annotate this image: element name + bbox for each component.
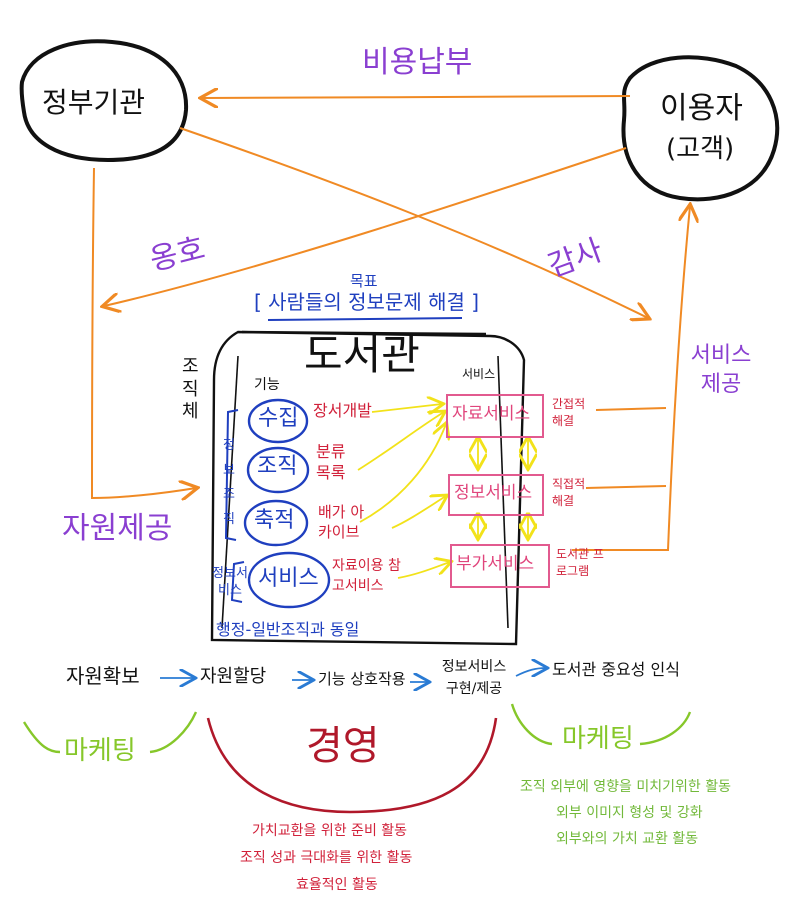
library-box-inner-left xyxy=(221,355,239,629)
service-circle xyxy=(247,551,331,609)
marketing-left-curve xyxy=(22,711,198,754)
flow-arrow-4 xyxy=(515,668,546,676)
library-title: 도서관 xyxy=(304,330,420,379)
user-node-circle xyxy=(621,55,780,202)
goal-text: [ 사람들의 정보문제 해결 ] xyxy=(254,290,480,314)
function-store-desc: 배가 아카이브 xyxy=(318,503,365,542)
flow-step-allocation: 자원할당 xyxy=(200,666,267,687)
management-note-1: 가치교환을 위한 준비 활동 xyxy=(252,823,408,839)
yellow-arrow-5 xyxy=(397,562,450,579)
services-header: 서비스 xyxy=(462,367,496,381)
yellow-arrow-3 xyxy=(359,424,446,523)
library-box-inner-right xyxy=(497,355,509,629)
function-header: 기능 xyxy=(254,377,280,393)
management-note-3: 효율적인 활동 xyxy=(296,877,378,893)
function-organize: 조직 xyxy=(257,454,298,479)
organize-circle xyxy=(246,446,310,494)
service-link-1 xyxy=(595,407,667,411)
service-box-info xyxy=(448,474,544,516)
library-box xyxy=(210,330,526,646)
yellow-arrow-2 xyxy=(357,412,444,471)
flow-step-implement: 정보서비스 구현/제공 xyxy=(441,659,507,698)
marketing-note-1: 조직 외부에 영향을 미치기위한 활동 xyxy=(520,779,731,795)
marketing-right-curve xyxy=(510,703,692,746)
service-extra-note: 도서관 프로그램 xyxy=(556,547,604,578)
yellow-arrow-4 xyxy=(391,496,446,529)
service-extra-name: 부가서비스 xyxy=(456,554,535,574)
user-node-title: 이용자 xyxy=(660,91,743,126)
government-node-circle xyxy=(19,39,189,163)
service-box-extra xyxy=(450,544,550,588)
admin-note: 행정-일반조직과 동일 xyxy=(216,620,360,639)
marketing-left-label: 마케팅 xyxy=(64,736,136,766)
fee-payment-label: 비용납부 xyxy=(362,45,473,80)
function-collect-desc: 장서개발 xyxy=(313,401,372,420)
info-org-label: 정보조직 xyxy=(223,438,235,528)
management-curve xyxy=(206,717,498,814)
function-store: 축적 xyxy=(254,508,295,533)
info-service-label: 정보서비스 xyxy=(212,566,248,598)
service-info-note: 직접적 해결 xyxy=(552,477,586,508)
marketing-note-3: 외부와의 가치 교환 활동 xyxy=(556,831,699,847)
flow-step-interaction: 기능 상호작용 xyxy=(318,670,406,688)
function-service: 서비스 xyxy=(258,566,319,591)
government-node: 정부기관 xyxy=(42,86,146,119)
management-label: 경영 xyxy=(306,723,380,769)
store-circle xyxy=(243,499,309,547)
organization-label: 조직체 xyxy=(182,356,199,422)
service-info-name: 정보서비스 xyxy=(454,483,533,503)
service-provision-label: 서비스 제공 xyxy=(690,343,752,397)
info-org-bracket xyxy=(224,409,239,541)
thanks-arrow xyxy=(179,127,648,318)
library-box-top xyxy=(241,330,487,336)
marketing-right-label: 마케팅 xyxy=(562,724,634,754)
service-material-note: 간접적 해결 xyxy=(552,397,586,428)
flow-step-recognition: 도서관 중요성 인식 xyxy=(552,660,680,679)
resource-provision-label: 자원제공 xyxy=(62,511,173,546)
function-service-desc: 자료이용 참고서비스 xyxy=(332,558,401,595)
user-node-subtitle: (고객) xyxy=(666,134,735,164)
service-material-name: 자료서비스 xyxy=(452,404,531,424)
function-organize-desc: 분류 목록 xyxy=(316,442,346,482)
yellow-arrow-1 xyxy=(371,404,442,412)
collect-circle xyxy=(247,398,309,444)
goal-underline xyxy=(267,317,463,321)
management-note-2: 조직 성과 극대화를 위한 활동 xyxy=(240,850,413,866)
resource-arrow xyxy=(90,167,196,498)
flow-step-resource: 자원확보 xyxy=(66,664,140,688)
marketing-note-2: 외부 이미지 형성 및 강화 xyxy=(556,805,703,821)
function-collect: 수집 xyxy=(258,406,299,431)
info-service-bracket xyxy=(230,561,245,603)
service-box-material xyxy=(446,394,544,438)
service-arrow xyxy=(572,206,690,551)
support-arrow xyxy=(104,147,627,306)
service-link-2 xyxy=(585,485,667,489)
fee-arrow xyxy=(202,96,631,98)
goal-label: 목표 xyxy=(350,272,378,290)
